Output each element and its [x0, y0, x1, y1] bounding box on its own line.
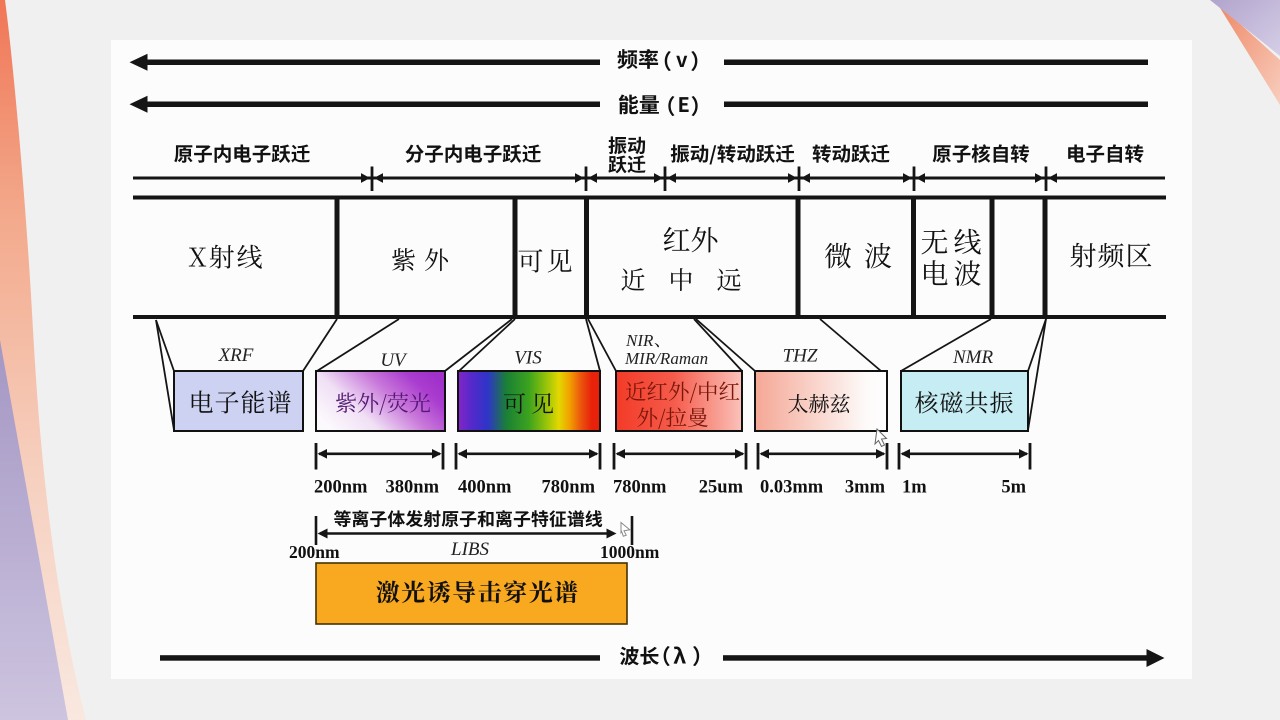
svg-text:THZ: THZ: [783, 346, 818, 367]
svg-text:200nm: 200nm: [314, 478, 368, 498]
svg-text:NMR: NMR: [952, 347, 994, 368]
svg-text:200nm: 200nm: [289, 542, 340, 562]
svg-text:0.03mm: 0.03mm: [760, 478, 824, 498]
svg-text:780nm: 780nm: [542, 478, 596, 498]
svg-text:5m: 5m: [1001, 478, 1026, 498]
svg-text:400nm: 400nm: [458, 478, 512, 498]
svg-text:NIR: NIR: [625, 331, 654, 350]
svg-text:XRF: XRF: [218, 345, 254, 366]
svg-text:UV: UV: [380, 350, 408, 371]
svg-text:1m: 1m: [902, 478, 927, 498]
svg-text:380nm: 380nm: [386, 478, 440, 498]
svg-text:MIR/Raman: MIR/Raman: [624, 349, 708, 368]
svg-text:1000nm: 1000nm: [600, 542, 660, 562]
svg-text:25um: 25um: [699, 478, 744, 498]
svg-text:LIBS: LIBS: [450, 539, 490, 560]
svg-text:780nm: 780nm: [613, 478, 667, 498]
svg-text:VIS: VIS: [514, 348, 542, 369]
svg-text:3mm: 3mm: [845, 478, 886, 498]
